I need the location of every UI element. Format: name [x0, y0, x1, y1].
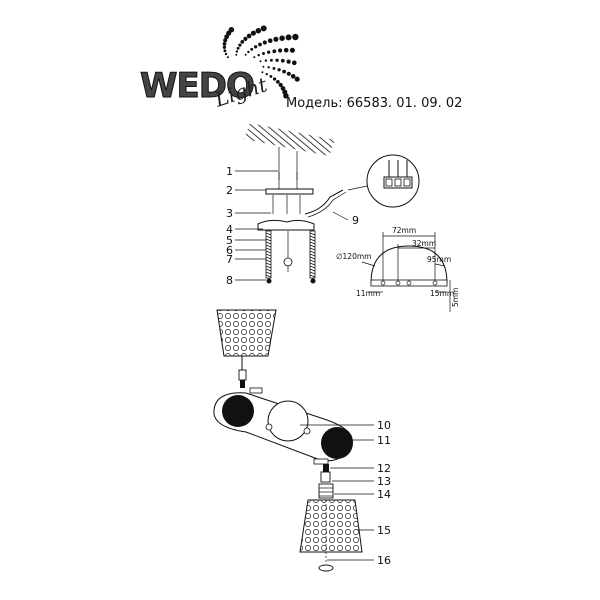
callout-label: 9	[352, 214, 359, 227]
callout-label: 16	[377, 554, 391, 567]
callout-label: 15	[377, 524, 391, 537]
callout-label: 14	[377, 488, 391, 501]
canopy	[257, 219, 315, 231]
dim-32: 32mm	[412, 239, 436, 248]
center-ring	[267, 400, 309, 442]
callout-label: 6	[226, 244, 233, 257]
left-disc	[222, 395, 254, 427]
dim-11: 11mm	[356, 289, 380, 298]
callout-label: 8	[226, 274, 233, 287]
callout-label: 2	[226, 184, 233, 197]
dim-15: 15mm	[430, 289, 454, 298]
ceiling-hatch	[244, 123, 335, 156]
brand-logo: WEDO Light	[140, 25, 300, 112]
ceiling-mount-diagram	[235, 123, 420, 284]
callout-label: 13	[377, 475, 391, 488]
callout-label: 10	[377, 419, 391, 432]
callout-label: 4	[226, 223, 233, 236]
callout-label: 7	[226, 253, 233, 266]
dim-120: ∅120mm	[336, 252, 371, 261]
dim-5: 5mm	[451, 288, 460, 307]
dim-95: 95mm	[427, 255, 451, 264]
lamp-socket	[318, 483, 334, 499]
threaded-rods	[265, 230, 316, 279]
callout-label: 11	[377, 434, 391, 447]
dim-72: 72mm	[392, 226, 416, 235]
mounting-bar	[265, 188, 314, 195]
callout-label: 1	[226, 165, 233, 178]
callout-label: 5	[226, 234, 233, 247]
callout-label: 3	[226, 207, 233, 220]
model-number: Модель: 66583. 01. 09. 02	[286, 96, 462, 111]
fixture-diagram	[213, 309, 374, 572]
canopy-dimension-detail: 72mm 32mm ∅120mm 95mm 11mm 15mm 5mm	[336, 226, 460, 312]
logo-swirl-icon	[222, 25, 300, 99]
callout-label: 12	[377, 462, 391, 475]
right-disc	[321, 427, 353, 459]
bulb-icon	[318, 564, 334, 572]
logo-wordmark: WEDO	[140, 66, 254, 106]
